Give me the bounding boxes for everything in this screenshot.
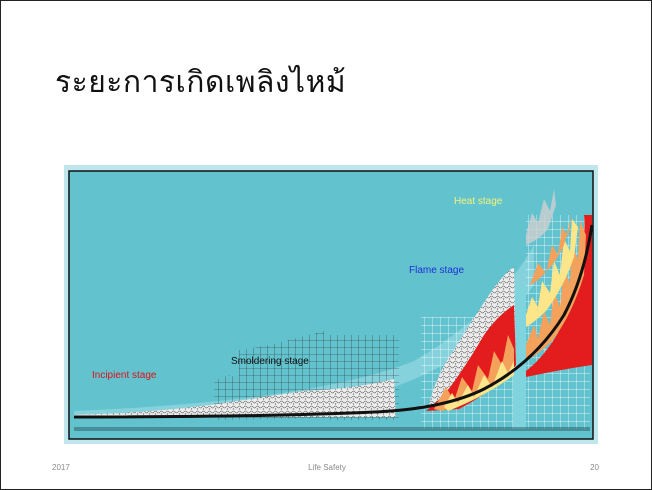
page-number: 20 [590,463,599,472]
flame-stage-label: Flame stage [409,265,464,276]
growth-curve [73,224,594,419]
heat-stage-label: Heat stage [454,196,503,207]
footer-title: Life Safety [308,463,346,472]
glow-area [74,245,534,417]
smoldering-stage-label: Smoldering stage [231,356,309,367]
fire-stages-figure: Incipient stage Smoldering stage Flame s… [64,165,598,444]
base-strip [74,427,590,431]
heat-bar [513,285,526,429]
slide-title: ระยะการเกิดเพลิงไหม้ [55,65,347,100]
footer-year: 2017 [52,463,70,472]
heat-stage-fire [526,189,592,377]
fire-stages-diagram: Incipient stage Smoldering stage Flame s… [64,165,598,444]
incipient-stage-label: Incipient stage [92,370,157,381]
smoke-band [74,379,396,417]
